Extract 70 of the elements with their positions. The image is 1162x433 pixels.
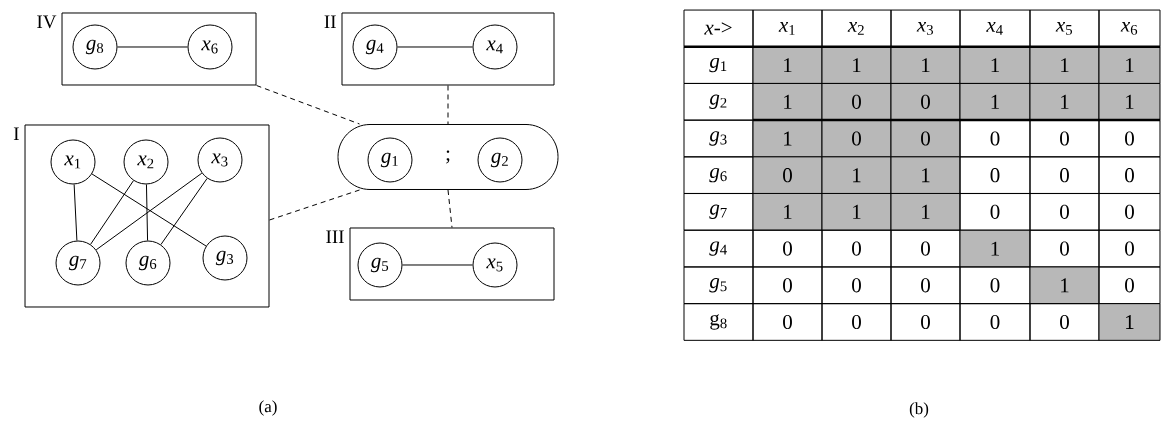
- table-cell: 1: [890, 46, 961, 84]
- table-cell: 1: [752, 46, 823, 84]
- table-cell: 0: [752, 266, 823, 305]
- table-cell: 1: [959, 82, 1031, 121]
- table-cell: 0: [821, 229, 892, 268]
- table-cell: x$_{2}$: [821, 9, 892, 48]
- table-cell: 0: [890, 303, 961, 341]
- node-label: III: [326, 230, 344, 243]
- table-cell: 0: [1029, 192, 1100, 231]
- table-cell: 1: [752, 82, 823, 121]
- connector-line: [397, 46, 473, 48]
- connector-line: [402, 264, 473, 266]
- table-cell: 0: [959, 303, 1031, 341]
- connector-line: [117, 46, 188, 48]
- table-cell: 0: [1098, 192, 1161, 231]
- table-cell: 0: [1029, 156, 1100, 195]
- table-cell: x$_{4}$: [959, 9, 1031, 48]
- table-cell: 0: [752, 229, 823, 268]
- table-cell: g$_{8}$: [683, 303, 754, 341]
- table-cell: 0: [821, 303, 892, 341]
- table-cell: 0: [959, 119, 1031, 158]
- table-cell: 1: [1029, 46, 1100, 84]
- connector-line: [145, 184, 149, 241]
- table-cell: 0: [821, 266, 892, 305]
- table-cell: 0: [959, 156, 1031, 195]
- table-cell: 1: [890, 156, 961, 195]
- table-cell: 0: [890, 266, 961, 305]
- table-cell: x->: [683, 9, 754, 48]
- table-cell: 1: [752, 119, 823, 158]
- table-cell: 1: [1029, 266, 1100, 305]
- table-cell: 0: [752, 156, 823, 195]
- node-label: I: [13, 127, 19, 140]
- table-cell: 1: [1098, 82, 1161, 121]
- table-cell: x$_{1}$: [752, 9, 823, 48]
- table-cell: 1: [752, 192, 823, 231]
- table-cell: 0: [890, 82, 961, 121]
- table-cell: 1: [821, 192, 892, 231]
- connector-line: [447, 189, 453, 228]
- connector-line: [73, 183, 78, 241]
- table-cell: 0: [959, 192, 1031, 231]
- panel-caption: (b): [909, 402, 929, 418]
- table-cell: 0: [1098, 119, 1161, 158]
- table-cell: x$_{5}$: [1029, 9, 1100, 48]
- table-cell: 0: [1098, 229, 1161, 268]
- table-cell: x$_{6}$: [1098, 9, 1161, 48]
- connector-line: [269, 189, 360, 221]
- table-cell: 1: [1029, 82, 1100, 121]
- table-cell: 1: [890, 192, 961, 231]
- table-cell: g$_{5}$: [683, 266, 754, 305]
- table-cell: 0: [821, 119, 892, 158]
- connector-line: [160, 177, 208, 246]
- table-cell: 0: [1029, 119, 1100, 158]
- table-cell: x$_{3}$: [890, 9, 961, 48]
- table-cell: 0: [1098, 156, 1161, 195]
- table-cell: 1: [1098, 303, 1161, 341]
- node-label: II: [324, 15, 336, 28]
- table-cell: 1: [959, 46, 1031, 84]
- panel-caption: (a): [259, 400, 277, 416]
- table-cell: 1: [821, 156, 892, 195]
- connector-line: [447, 85, 449, 125]
- table-cell: 1: [959, 229, 1031, 268]
- table-cell: 0: [821, 82, 892, 121]
- table-cell: 0: [752, 303, 823, 341]
- connector-line: [256, 85, 360, 125]
- node-label: IV: [37, 15, 57, 29]
- table-cell: g$_{4}$: [683, 229, 754, 268]
- table-cell: 1: [821, 46, 892, 84]
- table-cell: 0: [890, 119, 961, 158]
- table-cell: 1: [1098, 46, 1161, 84]
- connector-line: [90, 180, 134, 245]
